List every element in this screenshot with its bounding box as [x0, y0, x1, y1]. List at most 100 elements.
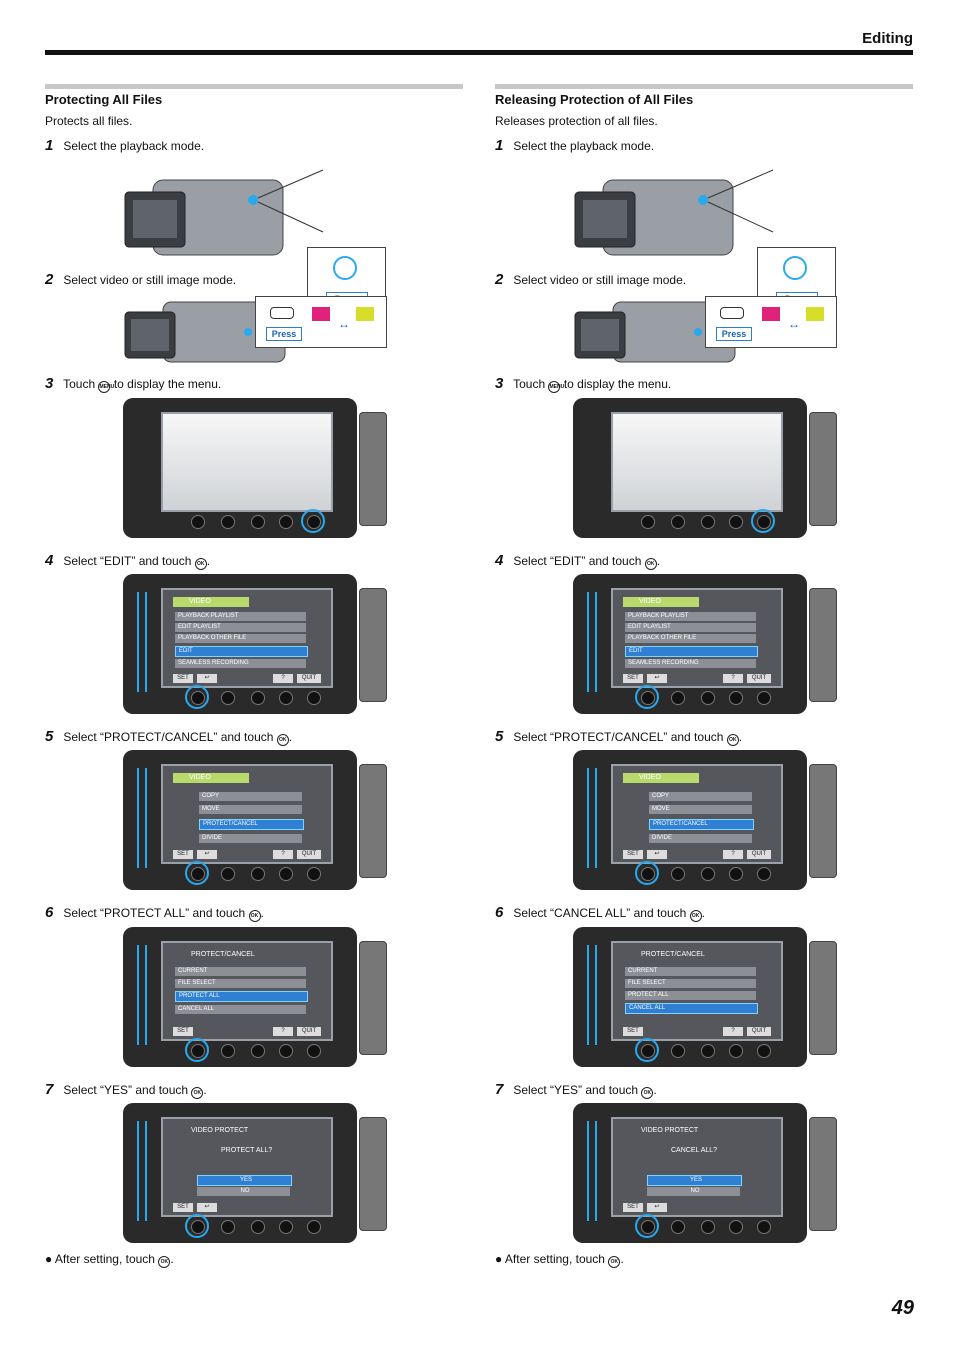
slider-highlight [137, 768, 147, 868]
step-6: 6 Select “PROTECT ALL” and touch OK. [45, 904, 264, 922]
lcd-hinge [809, 588, 837, 702]
menu-button [307, 1220, 321, 1234]
lcd-confirm-image: VIDEO PROTECT PROTECT ALL? YES NO SET ↩ [123, 1103, 387, 1245]
touch-button [671, 515, 685, 529]
lcd-screen: PROTECT/CANCEL CURRENT FILE SELECT PROTE… [161, 941, 333, 1041]
play-icon [333, 256, 357, 280]
slider-highlight [587, 592, 597, 692]
menu-head-protect-cancel: PROTECT/CANCEL [641, 951, 705, 958]
lcd-screen: VIDEO COPY MOVE PROTECT/CANCEL DIVIDE SE… [161, 764, 333, 864]
step-3: 3 Touch MENU to display the menu. [45, 375, 222, 393]
menu-head-protect-cancel: PROTECT/CANCEL [191, 951, 255, 958]
lcd-panel [123, 398, 357, 538]
switch-arrow-icon: ↔ [788, 317, 800, 331]
section-bar [45, 84, 463, 89]
menu-bottom-bar: SET ? QUIT [623, 1027, 773, 1036]
section-title: Protecting All Files [45, 92, 163, 107]
ok-icon: OK [641, 1087, 654, 1099]
menu-item: FILE SELECT [175, 979, 306, 988]
menu-button [757, 1220, 771, 1234]
highlight-ring [751, 509, 775, 533]
menu-item: EDIT PLAYLIST [625, 623, 756, 632]
highlight-ring [635, 1214, 659, 1238]
menu-item: DIVIDE [199, 834, 302, 843]
help-label: ? [273, 1027, 293, 1036]
quit-label: QUIT [297, 1027, 321, 1036]
menu-button [307, 867, 321, 881]
touch-button [701, 691, 715, 705]
section-description: Protects all files. [45, 114, 133, 128]
play-icon [783, 256, 807, 280]
lcd-panel: VIDEO PLAYBACK PLAYLIST EDIT PLAYLIST PL… [573, 574, 807, 714]
menu-item-selected: PROTECT/CANCEL [199, 819, 304, 830]
step-4: 4 Select “EDIT” and touch OK. [45, 552, 211, 570]
menu-item: SEAMLESS RECORDING [175, 659, 306, 668]
ok-icon: OK [689, 910, 702, 922]
touch-button [279, 691, 293, 705]
touch-button [221, 691, 235, 705]
still-image-mode-icon [806, 307, 824, 321]
lcd-menu-protect-image: VIDEO COPY MOVE PROTECT/CANCEL DIVIDE SE… [573, 750, 837, 892]
lcd-hinge [359, 764, 387, 878]
highlight-ring [301, 509, 325, 533]
touch-button [251, 867, 265, 881]
ok-icon: OK [194, 558, 207, 570]
touch-button [251, 1220, 265, 1234]
touch-button [671, 1220, 685, 1234]
lcd-menu-protect-image: VIDEO COPY MOVE PROTECT/CANCEL DIVIDE SE… [123, 750, 387, 892]
lcd-panel: PROTECT/CANCEL CURRENT FILE SELECT PROTE… [123, 927, 357, 1067]
lcd-hinge [359, 412, 387, 526]
ok-icon: OK [158, 1256, 171, 1268]
menu-item: SEAMLESS RECORDING [625, 659, 756, 668]
lcd-screen: PROTECT/CANCEL CURRENT FILE SELECT PROTE… [611, 941, 783, 1041]
touch-buttons [171, 1214, 321, 1238]
menu-button [757, 867, 771, 881]
step-5: 5 Select “PROTECT/CANCEL” and touch OK. [45, 728, 293, 746]
touch-button [671, 1044, 685, 1058]
ok-icon: OK [726, 734, 739, 746]
lcd-panel: VIDEO PLAYBACK PLAYLIST EDIT PLAYLIST PL… [123, 574, 357, 714]
help-label: ? [723, 850, 743, 859]
lcd-hinge [359, 941, 387, 1055]
section-protecting-all-files: Protecting All Files Protects all files.… [45, 84, 463, 1268]
back-icon: ↩ [647, 674, 667, 683]
quit-label: QUIT [747, 850, 771, 859]
touch-button [729, 691, 743, 705]
quit-label: QUIT [747, 674, 771, 683]
lcd-hinge [359, 588, 387, 702]
step-4: 4 Select “EDIT” and touch OK. [495, 552, 661, 570]
lcd-menu-edit-image: VIDEO PLAYBACK PLAYLIST EDIT PLAYLIST PL… [573, 574, 837, 716]
step-1: 1 Select the playback mode. [495, 137, 655, 154]
menu-item: FILE SELECT [625, 979, 756, 988]
menu-button [307, 1044, 321, 1058]
touch-button [279, 1220, 293, 1234]
still-image-mode-icon [356, 307, 374, 321]
menu-head-video: VIDEO [173, 773, 249, 783]
lcd-panel: VIDEO PROTECT PROTECT ALL? YES NO SET ↩ [123, 1103, 357, 1243]
help-label: ? [273, 674, 293, 683]
touch-buttons [621, 1214, 771, 1238]
help-label: ? [723, 674, 743, 683]
lcd-menu-touch-image [573, 398, 837, 540]
lcd-hinge [809, 1117, 837, 1231]
ok-icon: OK [191, 1087, 204, 1099]
touch-button [671, 691, 685, 705]
after-setting-note: ● After setting, touch OK. [495, 1252, 624, 1268]
touch-button [251, 1044, 265, 1058]
touch-button [671, 867, 685, 881]
highlight-ring [635, 685, 659, 709]
touch-button [251, 515, 265, 529]
mode-button-callout: Press ↔ [255, 296, 387, 348]
menu-item: CURRENT [175, 967, 306, 976]
camera-playback-image [124, 169, 324, 256]
section-releasing-protection: Releasing Protection of All Files Releas… [495, 84, 913, 1268]
menu-icon: MENU [548, 381, 564, 393]
lcd-panel [573, 398, 807, 538]
menu-bottom-bar: SET ↩ ? QUIT [623, 674, 773, 683]
help-label: ? [273, 850, 293, 859]
ok-icon: OK [248, 910, 261, 922]
step-6: 6 Select “CANCEL ALL” and touch OK. [495, 904, 706, 922]
dialog-question: PROTECT ALL? [221, 1147, 273, 1154]
menu-item: COPY [649, 792, 752, 801]
yes-option: YES [197, 1175, 292, 1186]
